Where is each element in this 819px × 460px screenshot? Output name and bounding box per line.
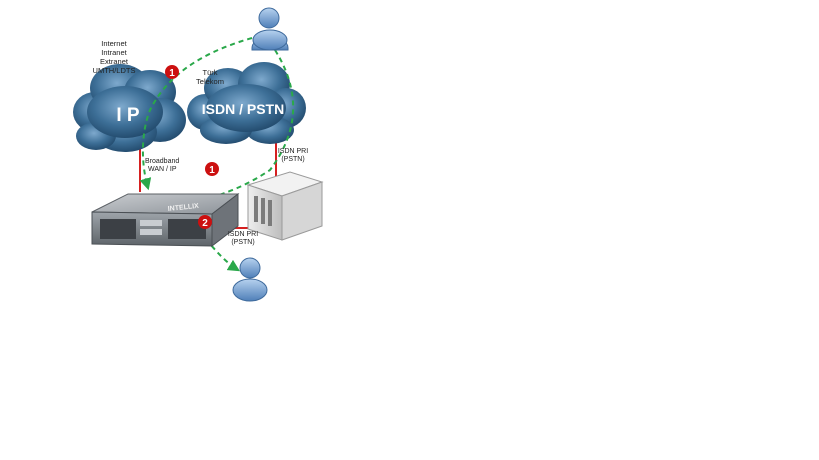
ip-network-label: Internet Intranet Extranet UMTH/LDTS	[93, 39, 136, 75]
user-icon-bottom	[232, 257, 268, 302]
isdn-cloud: ISDN / PSTN	[187, 62, 306, 144]
isdn-cloud-label: ISDN / PSTN	[202, 101, 284, 117]
badge-1-top: 1	[165, 65, 179, 79]
svg-text:(PSTN): (PSTN)	[281, 156, 304, 163]
svg-text:1: 1	[209, 165, 215, 176]
svg-text:ISDN PRI: ISDN PRI	[278, 148, 308, 155]
svg-text:WAN / IP: WAN / IP	[148, 166, 177, 173]
intellix-device: INTELLIX	[91, 192, 240, 248]
isdn-pri-right-label: ISDN PRI (PSTN)	[278, 148, 308, 163]
svg-text:2: 2	[202, 218, 208, 229]
device-brand-logo: INTELLIX	[167, 203, 199, 213]
svg-text:Türk: Türk	[203, 68, 218, 77]
svg-text:Extranet: Extranet	[100, 57, 129, 66]
isdn-pri-bottom-label: ISDN PRI (PSTN)	[228, 231, 258, 246]
telco-label: Türk Telekom	[196, 68, 224, 86]
ip-cloud: I P	[73, 64, 186, 152]
user-icon-top	[251, 7, 289, 51]
badge-2: 2	[198, 215, 212, 229]
svg-text:Telekom: Telekom	[196, 77, 224, 86]
svg-text:Broadband: Broadband	[145, 158, 179, 165]
svg-text:ISDN PRI: ISDN PRI	[228, 231, 258, 238]
svg-text:Internet: Internet	[101, 39, 127, 48]
svg-text:(PSTN): (PSTN)	[231, 239, 254, 246]
svg-text:UMTH/LDTS: UMTH/LDTS	[93, 66, 136, 75]
flow-user-via-isdn	[177, 49, 295, 209]
badge-1-middle: 1	[205, 162, 219, 176]
svg-text:Intranet: Intranet	[101, 48, 127, 57]
broadband-label: Broadband WAN / IP	[145, 158, 179, 173]
ip-cloud-label: I P	[116, 105, 140, 126]
svg-text:1: 1	[169, 68, 175, 79]
server-icon	[246, 171, 324, 241]
flow-device-to-user	[199, 231, 241, 272]
green-flows	[139, 37, 295, 272]
